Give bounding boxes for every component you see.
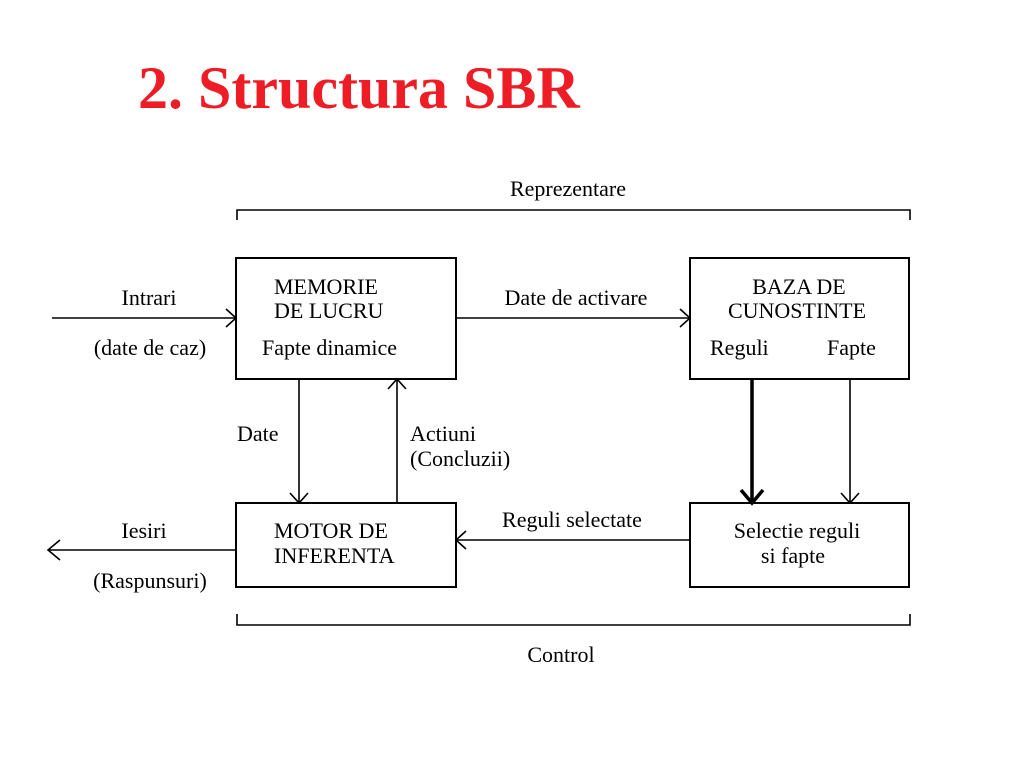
knowledge-base-line1: BAZA DE bbox=[752, 274, 846, 299]
input-label: Intrari bbox=[122, 285, 177, 310]
control-bracket: Control bbox=[236, 614, 911, 667]
selection-line2: si fapte bbox=[761, 543, 825, 568]
inference-engine-line1: MOTOR DE bbox=[274, 518, 388, 543]
working-memory-box: MEMORIE DE LUCRU Fapte dinamice bbox=[235, 257, 457, 380]
output-arrow: Iesiri (Raspunsuri) bbox=[46, 518, 236, 593]
control-label: Control bbox=[527, 642, 594, 667]
actions-arrow: Actiuni (Concluzii) bbox=[387, 377, 510, 503]
working-memory-line1: MEMORIE bbox=[274, 274, 378, 299]
actions-label: Actiuni bbox=[410, 421, 476, 446]
knowledge-base-facts: Fapte bbox=[827, 335, 876, 360]
knowledge-base-rules: Reguli bbox=[710, 335, 769, 360]
inference-engine-box: MOTOR DE INFERENTA bbox=[235, 502, 457, 588]
data-arrow: Date bbox=[237, 379, 309, 505]
activation-data-label: Date de activare bbox=[505, 285, 648, 310]
representation-bracket: Reprezentare bbox=[236, 176, 911, 220]
selection-box: Selectie reguli si fapte bbox=[689, 502, 910, 588]
rules-arrow bbox=[739, 379, 765, 506]
knowledge-base-box: BAZA DE CUNOSTINTE Reguli Fapte bbox=[689, 257, 910, 380]
inference-engine-line2: INFERENTA bbox=[274, 543, 395, 568]
selection-line1: Selectie reguli bbox=[734, 518, 860, 543]
output-label: Iesiri bbox=[121, 518, 166, 543]
selected-rules-label: Reguli selectate bbox=[502, 507, 642, 532]
selected-rules-arrow: Reguli selectate bbox=[454, 507, 690, 550]
data-label: Date bbox=[237, 421, 279, 446]
slide-title: 2. Structura SBR bbox=[138, 55, 580, 121]
representation-label: Reprezentare bbox=[510, 176, 626, 201]
output-sublabel: (Raspunsuri) bbox=[93, 568, 207, 593]
input-sublabel: (date de caz) bbox=[94, 335, 206, 360]
conclusions-label: (Concluzii) bbox=[410, 446, 510, 471]
activation-data-arrow: Date de activare bbox=[456, 285, 692, 328]
input-arrow: Intrari (date de caz) bbox=[52, 285, 238, 360]
knowledge-base-line2: CUNOSTINTE bbox=[728, 298, 866, 323]
working-memory-line2: DE LUCRU bbox=[274, 298, 384, 323]
facts-arrow bbox=[840, 379, 860, 505]
working-memory-facts: Fapte dinamice bbox=[262, 335, 397, 360]
